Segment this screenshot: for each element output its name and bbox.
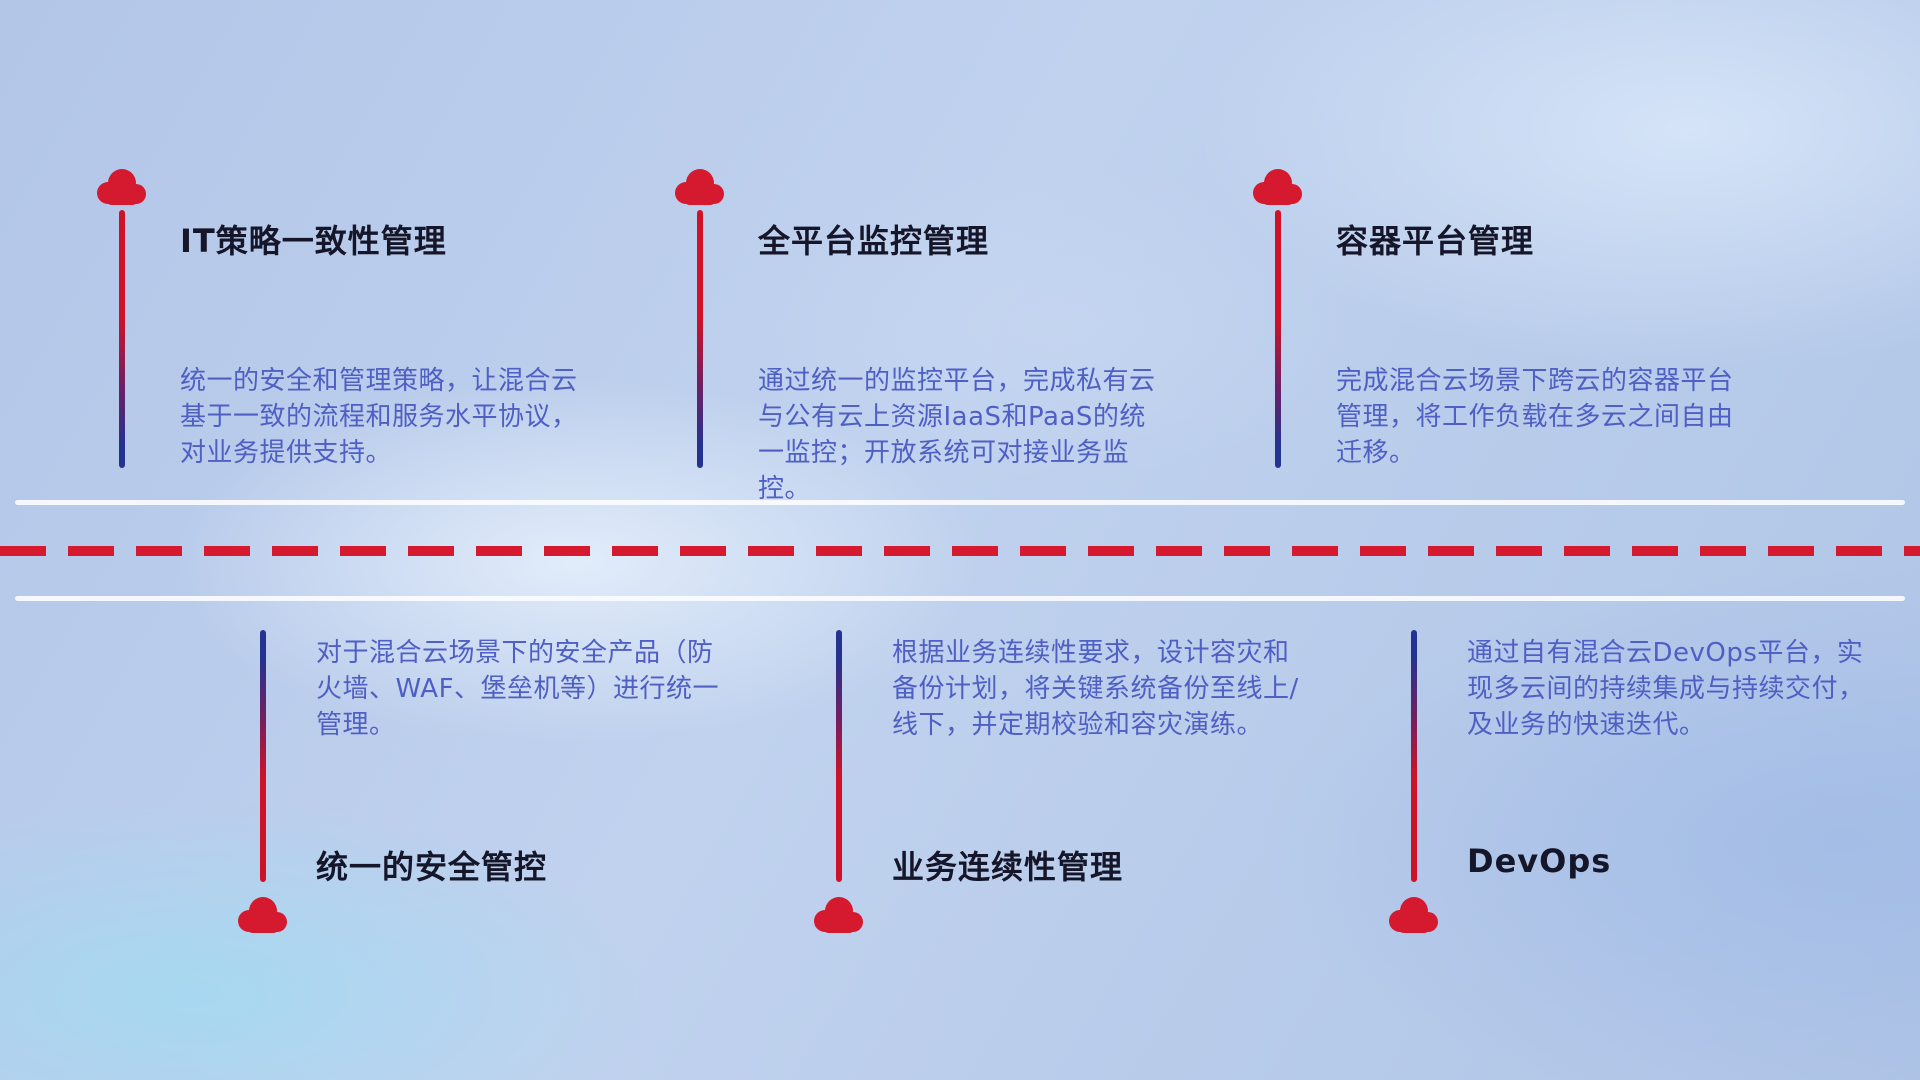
cloud-icon (94, 168, 150, 206)
feature-title: 容器平台管理 (1336, 222, 1535, 260)
feature-title: DevOps (1467, 842, 1612, 880)
connector-line (1275, 210, 1281, 468)
feature-title: IT策略一致性管理 (180, 222, 447, 260)
connector-line (119, 210, 125, 468)
cloud-icon (235, 896, 291, 934)
feature-description: 对于混合云场景下的安全产品（防火墙、WAF、堡垒机等）进行统一管理。 (316, 638, 720, 740)
timeline-dashed-line (0, 546, 1920, 556)
feature-description: 根据业务连续性要求，设计容灾和备份计划，将关键系统备份至线上/线下，并定期校验和… (892, 638, 1299, 740)
cloud-icon (811, 896, 867, 934)
timeline-solid-line-bottom (15, 596, 1905, 601)
timeline-solid-line-top (15, 500, 1905, 505)
feature-description: 通过统一的监控平台，完成私有云与公有云上资源IaaS和PaaS的统一监控；开放系… (758, 366, 1156, 504)
feature-item-it-policy: IT策略一致性管理 统一的安全和管理策略，让混合云基于一致的流程和服务水平协议，… (94, 168, 577, 478)
feature-description: 完成混合云场景下跨云的容器平台管理，将工作负载在多云之间自由迁移。 (1336, 366, 1734, 468)
connector-line (697, 210, 703, 468)
feature-item-business-continuity: 根据业务连续性要求，设计容灾和备份计划，将关键系统备份至线上/线下，并定期校验和… (814, 630, 1316, 960)
cloud-icon (1386, 896, 1442, 934)
feature-item-security-control: 对于混合云场景下的安全产品（防火墙、WAF、堡垒机等）进行统一管理。 统一的安全… (238, 630, 740, 960)
cloud-icon (1250, 168, 1306, 206)
feature-title: 全平台监控管理 (758, 222, 990, 260)
feature-item-devops: 通过自有混合云DevOps平台，实现多云间的持续集成与持续交付，及业务的快速迭代… (1389, 630, 1891, 960)
cloud-icon (672, 168, 728, 206)
feature-description: 通过自有混合云DevOps平台，实现多云间的持续集成与持续交付，及业务的快速迭代… (1467, 638, 1865, 740)
feature-item-container-platform: 容器平台管理 完成混合云场景下跨云的容器平台管理，将工作负载在多云之间自由迁移。 (1250, 168, 1733, 478)
feature-title: 业务连续性管理 (892, 848, 1124, 886)
feature-item-monitoring: 全平台监控管理 通过统一的监控平台，完成私有云与公有云上资源IaaS和PaaS的… (672, 168, 1155, 504)
connector-line (260, 630, 266, 882)
connector-line (836, 630, 842, 882)
feature-title: 统一的安全管控 (316, 848, 548, 886)
feature-description: 统一的安全和管理策略，让混合云基于一致的流程和服务水平协议，对业务提供支持。 (180, 366, 578, 468)
connector-line (1411, 630, 1417, 882)
